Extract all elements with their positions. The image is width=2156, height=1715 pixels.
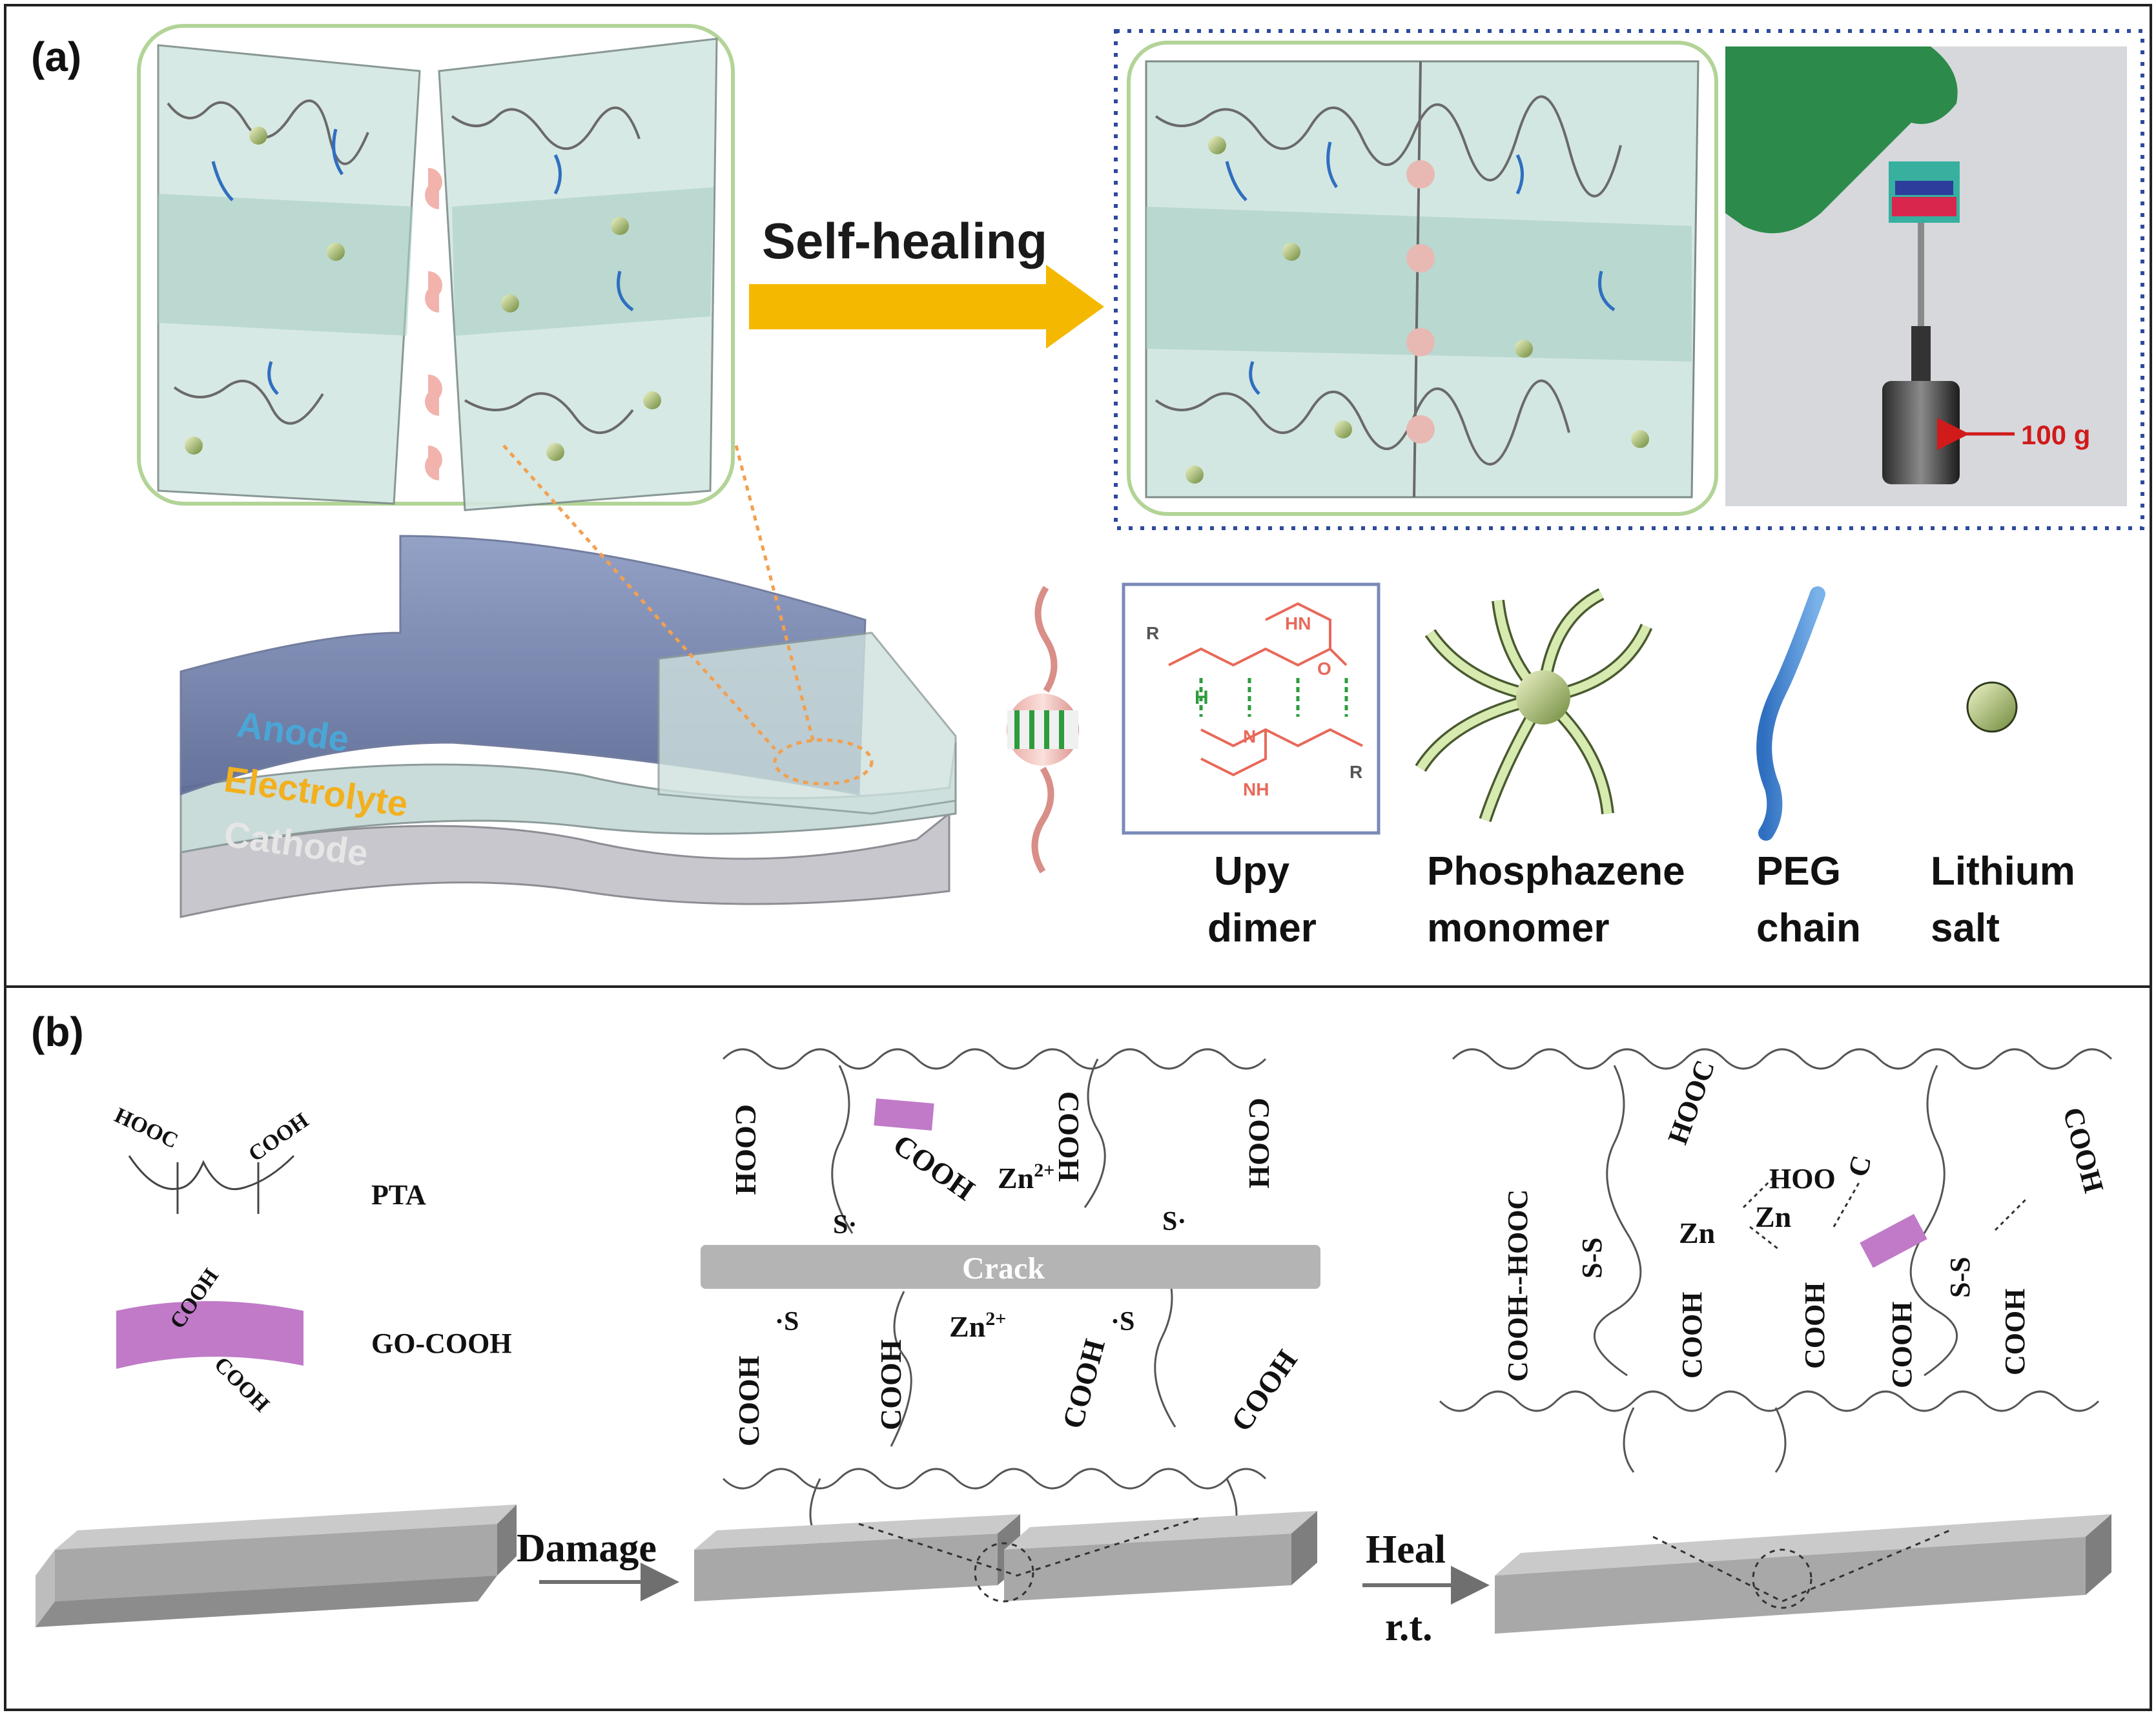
s-rad-2: S· [1162, 1207, 1186, 1237]
cooh-hooc-link: COOH--HOOC [1502, 1189, 1534, 1382]
cooh-h5: COOH [2057, 1104, 2110, 1196]
s-rad-1: S· [833, 1210, 857, 1240]
lithium-label-1: Lithium [1931, 849, 2075, 894]
chem-o: O [1317, 659, 1331, 679]
panel-b-label: (b) [31, 1009, 84, 1055]
self-healing-label: Self-healing [762, 212, 1047, 269]
ss-1: S-S [1576, 1237, 1608, 1279]
hoo-h: HOO [1769, 1163, 1836, 1195]
cooh-d5: COOH [732, 1355, 765, 1446]
c-h: C [1842, 1152, 1878, 1180]
slab-broken-left [694, 1514, 1020, 1601]
peg-label-1: PEG [1756, 849, 1841, 894]
pta-hooc: HOOC [111, 1104, 182, 1153]
go-cooh-2: COOH [209, 1352, 274, 1417]
go-sheet [116, 1301, 303, 1369]
pta-label: PTA [371, 1179, 426, 1211]
heal-label: Heal [1366, 1528, 1446, 1572]
pta-structure [128, 1155, 295, 1214]
chem-nh: NH [1243, 779, 1269, 799]
crack-bar [701, 1245, 1320, 1289]
phosphazene-label-2: monomer [1427, 906, 1609, 950]
slab-broken-right [1004, 1511, 1317, 1601]
pta-cooh: COOH [244, 1109, 313, 1167]
healed-network [1439, 1048, 2113, 1473]
zn-h1: Zn [1679, 1217, 1715, 1249]
upy-label-2: dimer [1207, 906, 1317, 950]
cooh-h2: COOH [1799, 1282, 1831, 1369]
battery-stack [180, 444, 957, 918]
panel-a-label: (a) [31, 34, 81, 80]
lithium-label-2: salt [1931, 906, 2000, 950]
go-sheet-damaged [874, 1098, 934, 1131]
upy-chem-structure: R HN H O N NH R [1122, 582, 1381, 835]
weight-photo: 100 g [1725, 46, 2127, 506]
chem-r-bottom: R [1350, 762, 1362, 782]
crack-label: Crack [962, 1251, 1045, 1286]
slab-original [36, 1504, 517, 1627]
zn-h2: Zn [1755, 1200, 1791, 1233]
self-healing-arrow [749, 265, 1104, 349]
hooc-h1: HOOC [1661, 1056, 1721, 1148]
panel-b-frame [4, 985, 2152, 1711]
s-rad-3: ·S [775, 1307, 799, 1337]
ss-2: S-S [1944, 1257, 1976, 1298]
cooh-h3: COOH [1886, 1302, 1918, 1388]
rt-label: r.t. [1385, 1605, 1432, 1649]
zoom-circle-damaged [974, 1542, 1034, 1603]
zoom-circle-healed [1752, 1548, 1812, 1609]
phosphazene-icon [1415, 588, 1653, 823]
upy-dimer-icon [1007, 586, 1079, 874]
slab-healed [1495, 1514, 2111, 1634]
cooh-d6: COOH [874, 1339, 907, 1430]
damaged-network [722, 1048, 1267, 1544]
broken-cell [137, 24, 735, 511]
s-rad-4: ·S [1111, 1307, 1134, 1337]
chem-r-top: R [1146, 623, 1159, 643]
chem-hn: HN [1285, 613, 1311, 633]
peg-chain-icon [1756, 586, 1825, 841]
cooh-d1: COOH [730, 1104, 763, 1195]
weight-label: 100 g [2021, 420, 2090, 450]
cooh-d7: COOH [1056, 1335, 1111, 1432]
chem-n: N [1243, 726, 1256, 746]
damage-label: Damage [517, 1526, 657, 1570]
zn2-top: Zn2+ [998, 1160, 1054, 1195]
phosphazene-label-1: Phosphazene [1427, 849, 1685, 894]
go-sheet-healed [1860, 1214, 1927, 1268]
zoom-lines-damaged [858, 1516, 1202, 1577]
go-cooh-label: GO-COOH [371, 1328, 512, 1359]
cooh-d2: COOH [887, 1127, 981, 1207]
healed-box [1114, 29, 2144, 530]
peg-label-2: chain [1756, 906, 1861, 950]
chem-h: H [1195, 687, 1209, 708]
zn2-bottom: Zn2+ [949, 1308, 1006, 1343]
cooh-d3: COOH [1052, 1091, 1085, 1182]
cooh-d8: COOH [1224, 1344, 1304, 1437]
healed-cell [1127, 41, 1718, 516]
cooh-d4: COOH [1243, 1098, 1276, 1189]
lithium-salt-icon [1966, 681, 2018, 733]
cooh-h1: COOH [1676, 1292, 1708, 1379]
upy-label-1: Upy [1214, 849, 1290, 894]
cooh-h4: COOH [1999, 1289, 2031, 1375]
